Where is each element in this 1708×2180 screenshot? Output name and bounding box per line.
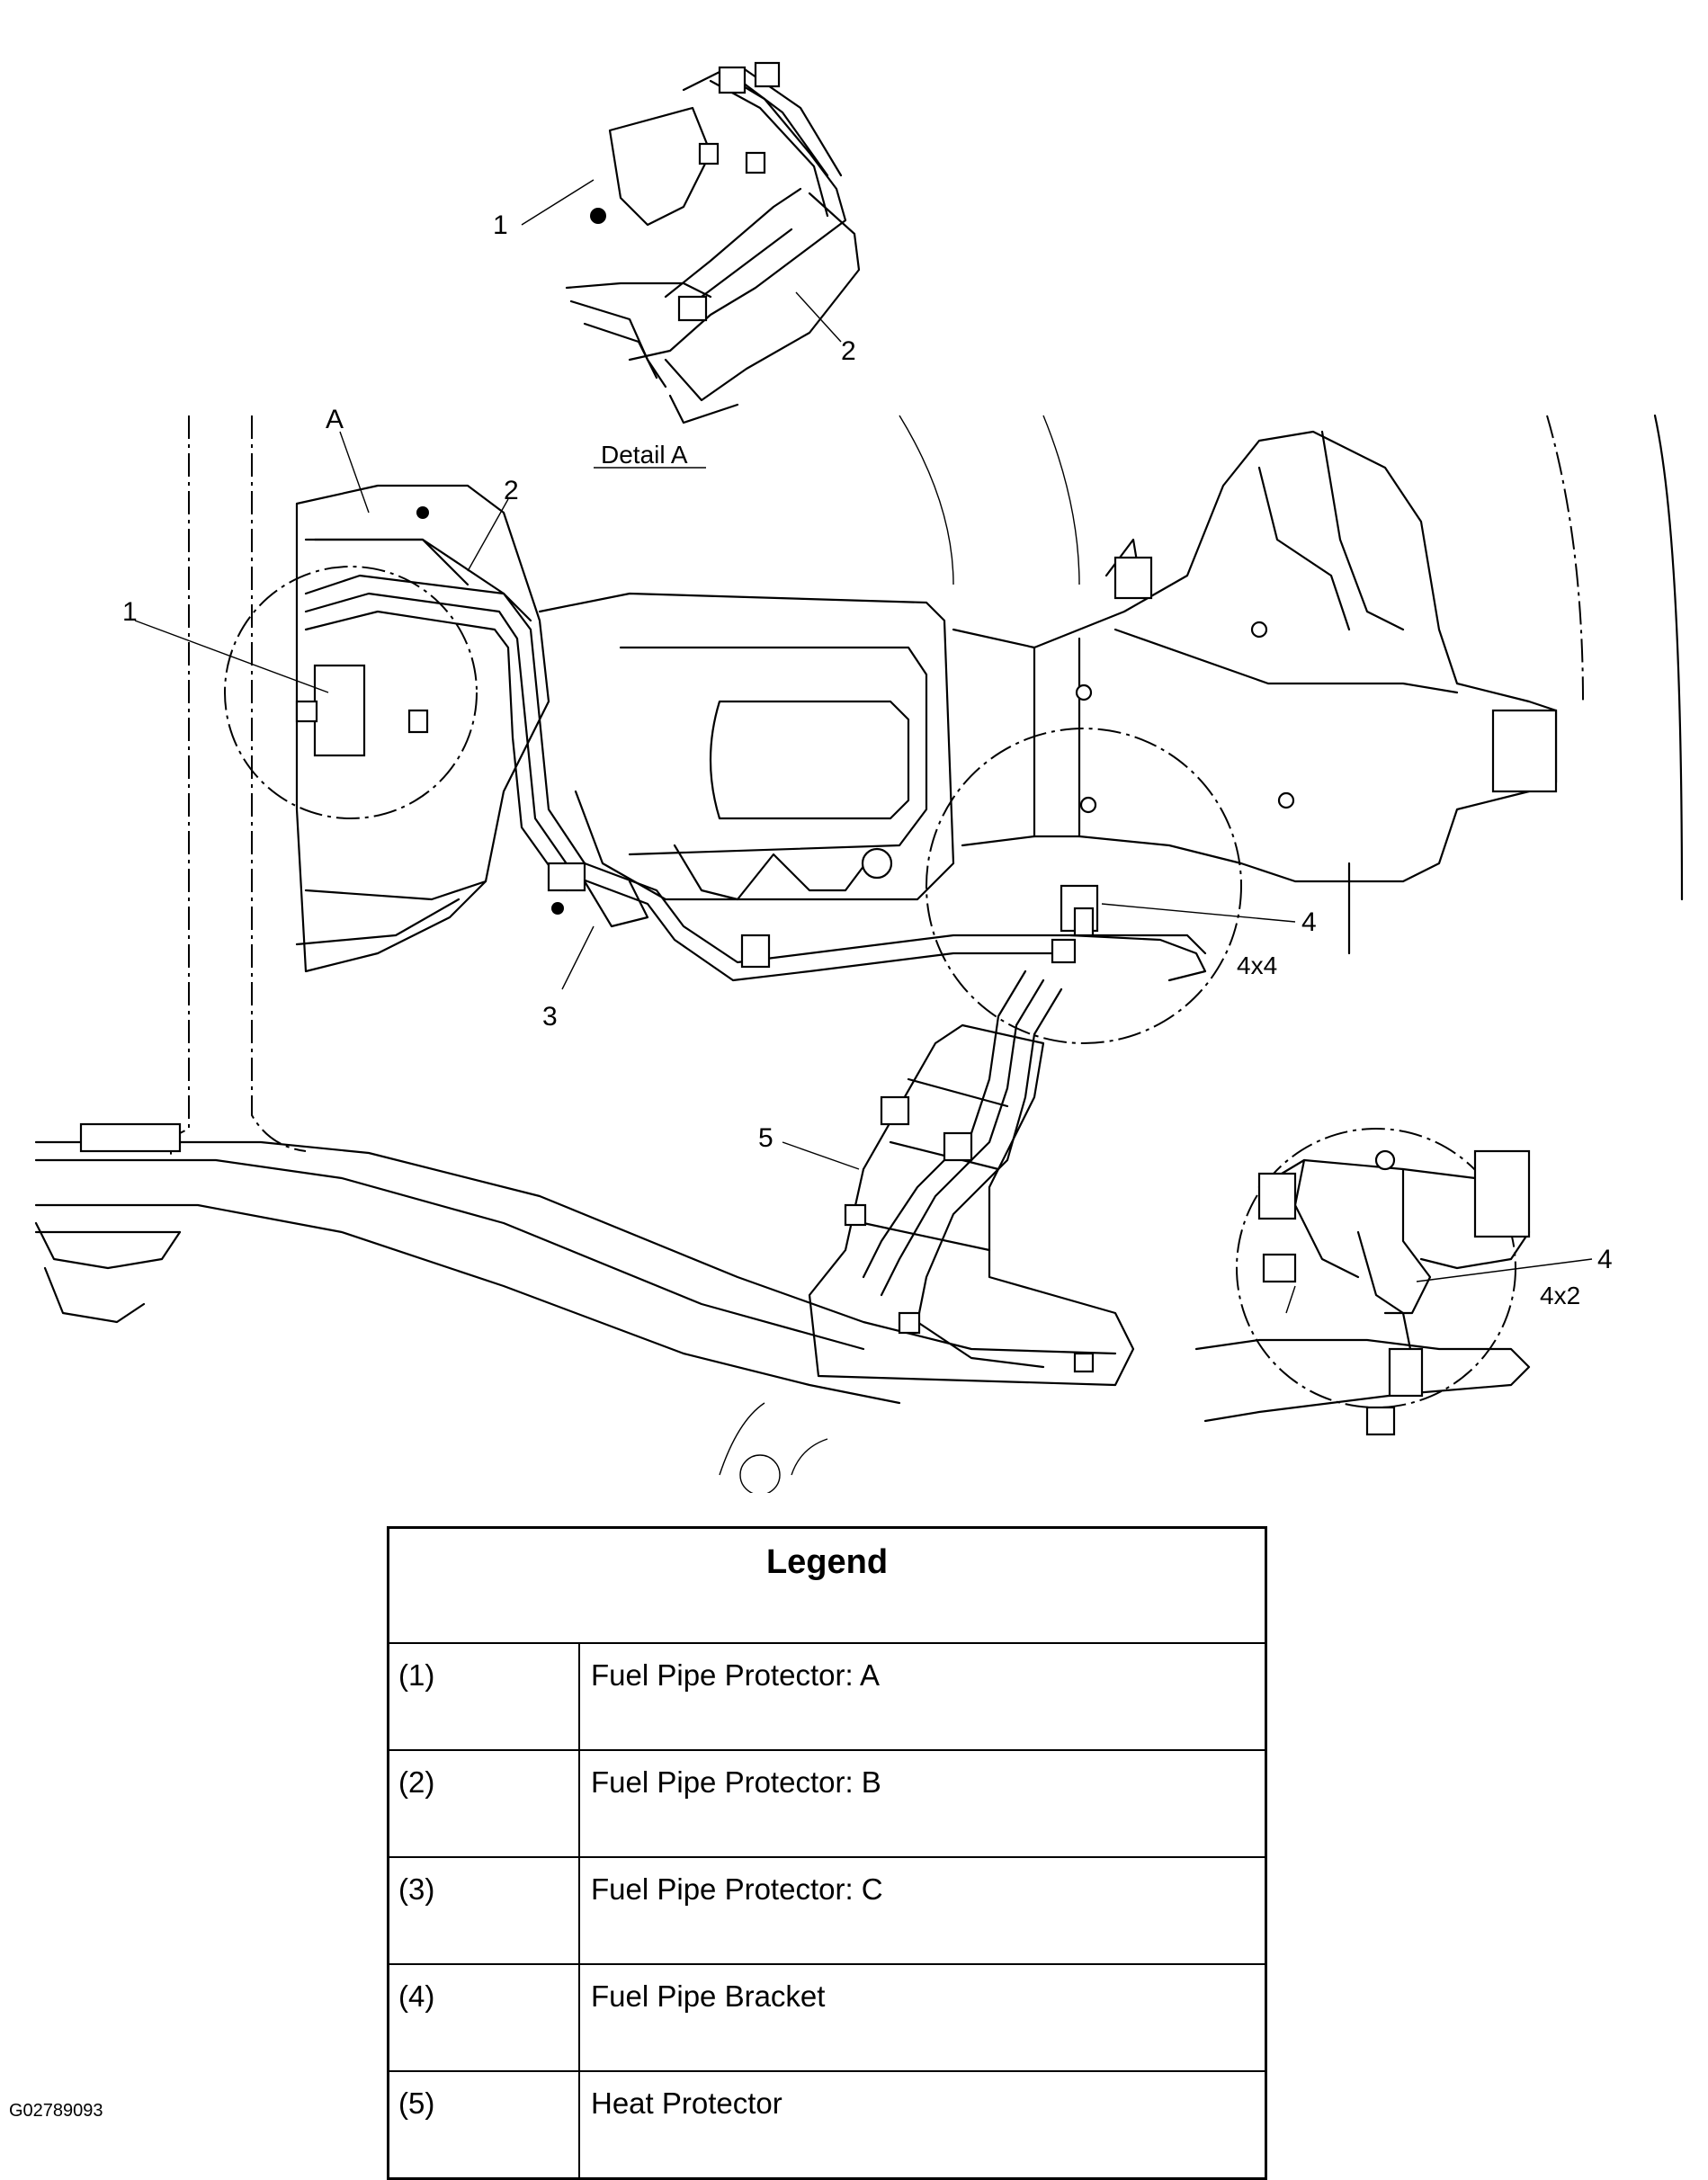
main-callout-1: 1 — [122, 597, 138, 627]
callout-leaders — [134, 431, 1593, 1282]
legend-number: (3) — [387, 1856, 580, 1965]
legend-number: (5) — [387, 2070, 580, 2180]
legend-header-row: Legend — [387, 1526, 1267, 1644]
variant-label-4x4: 4x4 — [1237, 952, 1277, 979]
fuel-pipe-diagram: 1 2 Detail A — [34, 61, 1684, 1493]
4x4-detail-circle — [926, 728, 1242, 1044]
detail-callout-2: 2 — [841, 336, 856, 366]
variant-label-4x2: 4x2 — [1540, 1282, 1580, 1309]
legend-title: Legend — [387, 1526, 1267, 1644]
legend-number: (4) — [387, 1963, 580, 2072]
heat-protector-part — [808, 1023, 1135, 1387]
legend-description: Heat Protector — [578, 2070, 1267, 2180]
4x2-inset-drawing — [1194, 1128, 1531, 1436]
legend-table: Legend (1) Fuel Pipe Protector: A (2) Fu… — [387, 1526, 1267, 2180]
main-callout-2: 2 — [504, 476, 519, 505]
fuel-pipes — [304, 574, 1207, 1369]
legend-row: (2) Fuel Pipe Protector: B — [387, 1749, 1267, 1858]
legend-description: Fuel Pipe Protector: A — [578, 1642, 1267, 1751]
fuel-pipe-protector-c-part — [547, 862, 771, 969]
legend-number: (1) — [387, 1642, 580, 1751]
detail-a-circle — [224, 566, 478, 819]
legend-row: (3) Fuel Pipe Protector: C — [387, 1856, 1267, 1965]
detail-a-title: Detail A — [601, 441, 688, 469]
main-callout-4: 4 — [1301, 907, 1317, 937]
frame-and-body-outline — [34, 414, 1684, 1493]
legend-row: (5) Heat Protector — [387, 2070, 1267, 2180]
main-callout-3: 3 — [542, 1002, 558, 1032]
main-callout-a: A — [326, 405, 344, 434]
legend-row: (4) Fuel Pipe Bracket — [387, 1963, 1267, 2072]
legend-description: Fuel Pipe Bracket — [578, 1963, 1267, 2072]
inset-callout-4: 4 — [1597, 1245, 1613, 1274]
legend-row: (1) Fuel Pipe Protector: A — [387, 1642, 1267, 1751]
fuel-pipe-protector-b-part — [313, 506, 532, 622]
fuel-pipe-bracket-part — [1051, 884, 1099, 964]
fuel-pipe-protector-a-part — [295, 664, 429, 757]
legend-description: Fuel Pipe Protector: B — [578, 1749, 1267, 1858]
detail-callout-1: 1 — [493, 210, 508, 240]
figure-id: G02789093 — [9, 2101, 103, 2121]
legend-number: (2) — [387, 1749, 580, 1858]
detail-a-drawing — [521, 61, 861, 469]
main-callout-5: 5 — [758, 1123, 774, 1153]
transmission-body — [295, 430, 1558, 973]
legend-description: Fuel Pipe Protector: C — [578, 1856, 1267, 1965]
